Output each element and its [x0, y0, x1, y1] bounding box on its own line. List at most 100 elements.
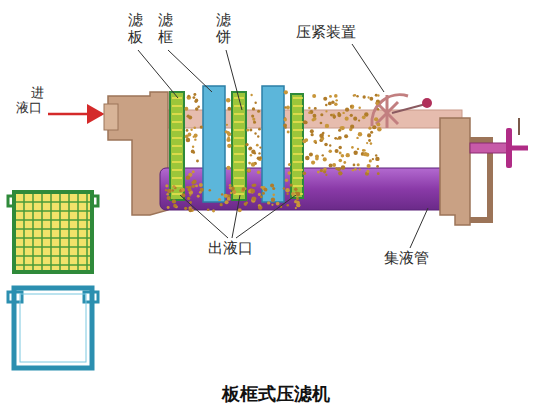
- cake-particle: [264, 188, 268, 192]
- cake-particle: [191, 184, 195, 188]
- cake-particle: [308, 107, 310, 109]
- cake-particle: [319, 133, 324, 138]
- cake-particle: [370, 142, 373, 145]
- cake-particle: [345, 108, 349, 112]
- upper-beam: [150, 110, 462, 128]
- cake-particle: [342, 112, 344, 114]
- cake-particle: [369, 159, 372, 162]
- cake-particle: [334, 94, 338, 98]
- cake-particle: [354, 94, 357, 97]
- plate-icon: [8, 192, 98, 272]
- frame-icon: [8, 288, 98, 368]
- cake-particle: [296, 197, 299, 200]
- cake-particle: [368, 139, 371, 142]
- plate-grid: [172, 98, 303, 194]
- cake-particle: [246, 202, 248, 204]
- cake-particle: [377, 108, 379, 110]
- grid-line: [23, 194, 25, 270]
- cake-particle: [254, 102, 256, 104]
- grid-line: [16, 246, 90, 248]
- cake-particle: [367, 96, 369, 98]
- cake-particle: [257, 157, 260, 160]
- plate-stripe: [234, 105, 244, 107]
- grid-line: [68, 194, 70, 270]
- cake-particle: [356, 95, 359, 98]
- cake-particle: [258, 193, 261, 196]
- cake-particle: [226, 138, 230, 142]
- cake-particle: [250, 94, 252, 96]
- cake-particle: [187, 197, 190, 200]
- cake-particle: [173, 204, 177, 208]
- cake-particle: [270, 183, 274, 187]
- cake-particle: [339, 126, 342, 129]
- cake-particle: [284, 90, 288, 94]
- cake-particle: [260, 195, 263, 198]
- cake-particle: [313, 114, 317, 118]
- cake-particle: [227, 132, 231, 136]
- cake-particle: [353, 151, 357, 155]
- cake-particle: [186, 175, 190, 179]
- cake-particle: [332, 115, 336, 119]
- cake-particle: [332, 163, 336, 167]
- cake-particle: [167, 196, 171, 200]
- cake-particle: [296, 192, 300, 196]
- cake-particle: [246, 128, 249, 131]
- cake-particle: [188, 116, 192, 120]
- cake-particle: [272, 194, 275, 197]
- cake-particle: [262, 192, 265, 195]
- cake-particle: [375, 157, 379, 161]
- cake-particle: [195, 185, 198, 188]
- plate-stripe: [234, 137, 244, 139]
- cake-particle: [253, 197, 257, 201]
- cake-particle: [194, 100, 197, 103]
- cake-particle: [367, 133, 371, 137]
- cake-particle: [253, 121, 256, 124]
- cake-particle: [167, 189, 171, 193]
- cake-particle: [311, 133, 314, 136]
- cake-particle: [339, 146, 342, 149]
- cake-particle: [308, 111, 311, 114]
- cake-particle: [343, 161, 346, 164]
- grid-line: [16, 264, 90, 266]
- handle-post: [518, 118, 520, 135]
- cake-particle: [188, 133, 192, 137]
- grid-line: [32, 194, 34, 270]
- plate-stripe: [234, 145, 244, 147]
- cake-particle: [247, 169, 251, 173]
- cake-particle: [191, 150, 195, 154]
- compression-device: [372, 95, 432, 128]
- cake-particle: [315, 155, 319, 159]
- cake-particle: [354, 168, 357, 171]
- cake-particle: [368, 127, 371, 130]
- cake-particle: [251, 115, 254, 118]
- cake-particle: [165, 184, 168, 187]
- cake-particle: [224, 194, 228, 198]
- cake-particle: [376, 165, 379, 168]
- cake-particle: [197, 105, 200, 108]
- grid-line: [16, 237, 90, 239]
- handwheel: [506, 128, 512, 168]
- cake-particle: [330, 114, 333, 117]
- cake-particle: [186, 138, 190, 142]
- cake-particle: [258, 206, 260, 208]
- cake-particle: [341, 165, 346, 170]
- plate-stripe: [293, 145, 303, 147]
- cake-particle: [372, 158, 374, 160]
- cake-particle: [375, 102, 378, 105]
- cake-particle: [363, 152, 367, 156]
- cake-particle: [165, 189, 167, 191]
- cake-particle: [367, 164, 371, 168]
- cake-particle: [339, 152, 342, 155]
- cake-particle: [225, 200, 229, 204]
- cake-particle: [376, 122, 380, 126]
- cake-particle: [172, 199, 176, 203]
- cake-particle: [325, 124, 329, 128]
- filter-frames: [203, 86, 284, 202]
- cake-particle: [353, 117, 357, 121]
- cake-particle: [313, 140, 316, 143]
- plate-stripe: [234, 185, 244, 187]
- cake-particle: [284, 106, 287, 109]
- cake-particle: [196, 160, 199, 163]
- cake-particle: [294, 187, 298, 191]
- cake-particle: [284, 126, 286, 128]
